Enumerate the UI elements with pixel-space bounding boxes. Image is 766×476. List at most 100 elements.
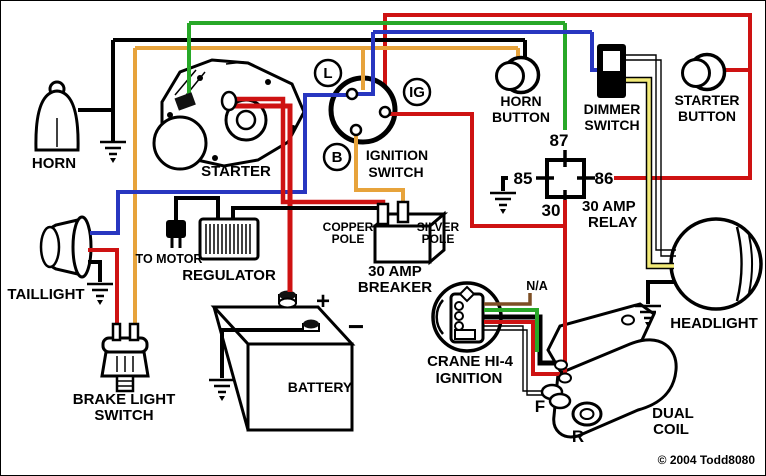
- battery-negative-label: −: [348, 311, 364, 342]
- crane-led: [454, 321, 464, 331]
- silver-pole-label-2: POLE: [422, 232, 455, 246]
- wire-black-relay85-ground: [501, 176, 508, 191]
- battery-negative-post-top: [303, 319, 319, 329]
- to-motor-label: TO MOTOR: [136, 252, 203, 266]
- taillight: [39, 215, 93, 279]
- breaker-copper-pole: [376, 202, 390, 226]
- dimmer-switch: [597, 44, 626, 98]
- brake-switch-threads: [117, 380, 133, 387]
- battery-positive-post-top: [279, 290, 296, 300]
- dimmer-label-1: DIMMER: [584, 101, 641, 117]
- wire-white-dimmer-headlight-b: [626, 59, 676, 257]
- coil-post-front-cap: [548, 392, 572, 410]
- relay-terminal-ticks: [536, 150, 595, 200]
- badge-l: [313, 58, 343, 88]
- ignition-label-1: IGNITION: [366, 147, 428, 163]
- wire-white-crane-coilF-b: [484, 329, 550, 396]
- headlight-lens-line: [748, 234, 753, 294]
- battery-left-edge: [212, 306, 250, 431]
- starter-button-label-2: BUTTON: [678, 108, 736, 124]
- silver-pole-label-1: SILVER: [417, 220, 460, 234]
- breaker-front: [373, 224, 432, 264]
- wire-brown-crane-na: [484, 293, 532, 306]
- badge-b: [322, 142, 352, 172]
- na-label: N/A: [526, 279, 548, 293]
- starter-label: STARTER: [201, 163, 271, 180]
- brake-light-switch: [100, 336, 150, 393]
- ignition-terminals: [313, 58, 432, 172]
- wire-red-crane-coil: [484, 320, 560, 376]
- brake-switch-stem: [115, 374, 135, 393]
- taillight-label: TAILLIGHT: [7, 286, 84, 303]
- coil-terminals: [540, 314, 635, 427]
- copper-pole-label-1: COPPER: [323, 220, 374, 234]
- starter-button-inner: [681, 58, 711, 88]
- wire-red-taillight-brakeswitch: [88, 248, 119, 330]
- wire-orange-bterm-breaker: [354, 133, 405, 204]
- ignition-label-2: SWITCH: [368, 164, 423, 180]
- wire-blue-taillight: [90, 93, 350, 235]
- motor-plug-body: [166, 220, 186, 238]
- regulator-fins: [205, 224, 251, 254]
- crane-led: [454, 301, 464, 311]
- wire-runs: [88, 23, 676, 396]
- headlight-shell: [669, 217, 763, 311]
- ground-icon: [635, 304, 661, 327]
- terminal-l-label: L: [323, 65, 332, 82]
- motor-plug-prongs: [170, 238, 182, 248]
- ground-icon: [87, 282, 113, 305]
- relay-86-label: 86: [595, 169, 614, 188]
- starter-lug: [220, 90, 238, 112]
- starter-button: [681, 52, 727, 92]
- starter: [152, 58, 306, 171]
- starter-nose: [152, 115, 208, 171]
- coil-r-label: R: [572, 427, 584, 446]
- coil-stud-black: [554, 359, 568, 371]
- crane-arc: [435, 299, 444, 335]
- ground-icon: [490, 191, 516, 214]
- relay-30-label: 30: [542, 201, 561, 220]
- headlight-lens-line: [735, 226, 743, 302]
- brake-switch-seams: [116, 356, 134, 372]
- crane-led: [454, 311, 464, 321]
- taillight-ring: [71, 215, 93, 279]
- ground-icon: [100, 140, 126, 163]
- coil-label-2: COIL: [653, 421, 689, 438]
- starter-gear-hub: [235, 109, 257, 131]
- battery-label: BATTERY: [288, 379, 353, 395]
- relay-label-2: RELAY: [588, 214, 637, 231]
- terminal-b-label: B: [332, 149, 343, 166]
- breaker-label-2: BREAKER: [358, 279, 432, 296]
- breaker-label-1: 30 AMP: [368, 263, 422, 280]
- crane-ignition: [431, 281, 503, 353]
- horn-label: HORN: [32, 155, 76, 172]
- starter-bolt: [265, 79, 271, 85]
- dimmer-rocker-lower: [602, 71, 621, 92]
- coil-post-rear-hole: [579, 408, 595, 420]
- wire-blue-lterm-drop: [357, 32, 375, 96]
- relay-label-1: 30 AMP: [582, 198, 636, 215]
- brake-switch-label-1: BRAKE LIGHT: [73, 391, 176, 408]
- crane-label-1: CRANE HI-4: [427, 353, 513, 370]
- ground-icon: [209, 378, 235, 401]
- regulator: [198, 217, 260, 261]
- ignition-terminal-b: [349, 123, 363, 137]
- coil-stud-red: [558, 372, 572, 384]
- wire-white-dimmer-headlight-a: [626, 54, 676, 251]
- brake-switch-prong: [111, 322, 122, 342]
- terminal-ig-label: IG: [409, 84, 425, 101]
- wire-black-regulator-motor: [174, 196, 220, 220]
- taillight-lens: [39, 225, 61, 269]
- wire-green-crane: [484, 308, 539, 352]
- crane-connector: [454, 329, 476, 340]
- wire-rails: [78, 13, 752, 330]
- brake-switch-prong: [128, 322, 140, 342]
- regulator-label: REGULATOR: [182, 267, 276, 284]
- horn: [34, 80, 80, 152]
- relay-85-label: 85: [514, 169, 533, 188]
- wire-blue-dimmer-drop: [590, 32, 597, 72]
- wire-yellow-dimmer-headlight: [626, 78, 674, 268]
- circuit-breaker: [370, 210, 449, 266]
